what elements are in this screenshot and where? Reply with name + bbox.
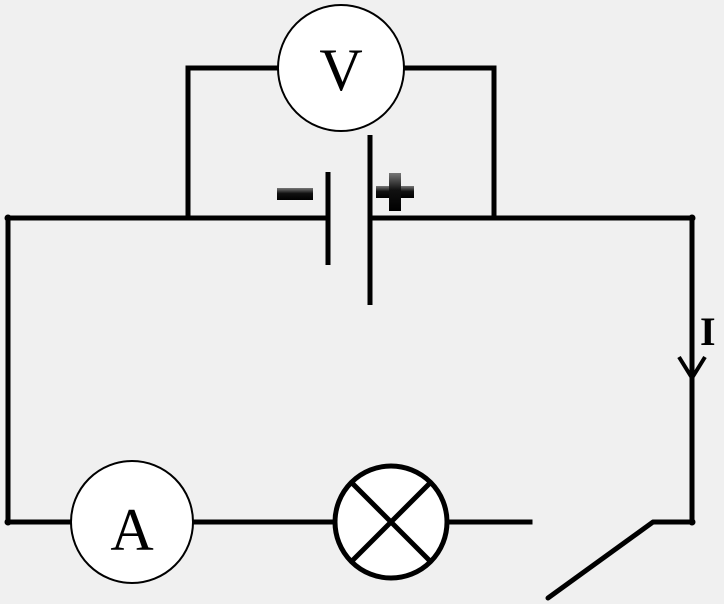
current-indicator: I: [677, 309, 716, 382]
junction-dot: [4, 214, 12, 222]
lamp-cross: [349, 480, 433, 564]
battery-minus-sign: [277, 188, 313, 200]
switch: [545, 519, 656, 601]
ammeter: [70, 460, 194, 584]
junction-dot: [688, 214, 696, 222]
voltmeter-wire-left: [185, 65, 281, 221]
circuit-wires: [5, 215, 695, 525]
ammeter-label: A: [110, 497, 153, 563]
ammeter-group: A: [70, 460, 194, 584]
voltmeter-wire-right: [401, 65, 497, 221]
lamp: [332, 463, 450, 581]
current-arrow-icon: [677, 355, 707, 382]
junctions: [4, 214, 696, 526]
junction-dot: [4, 518, 12, 526]
switch-lever: [545, 519, 656, 601]
current-label: I: [700, 309, 716, 354]
voltmeter-branch: V: [185, 4, 497, 221]
battery: [277, 135, 414, 305]
voltmeter: [277, 4, 405, 132]
junction-dot: [688, 518, 696, 526]
voltmeter-label: V: [319, 37, 362, 103]
battery-plus-sign: [376, 173, 414, 211]
